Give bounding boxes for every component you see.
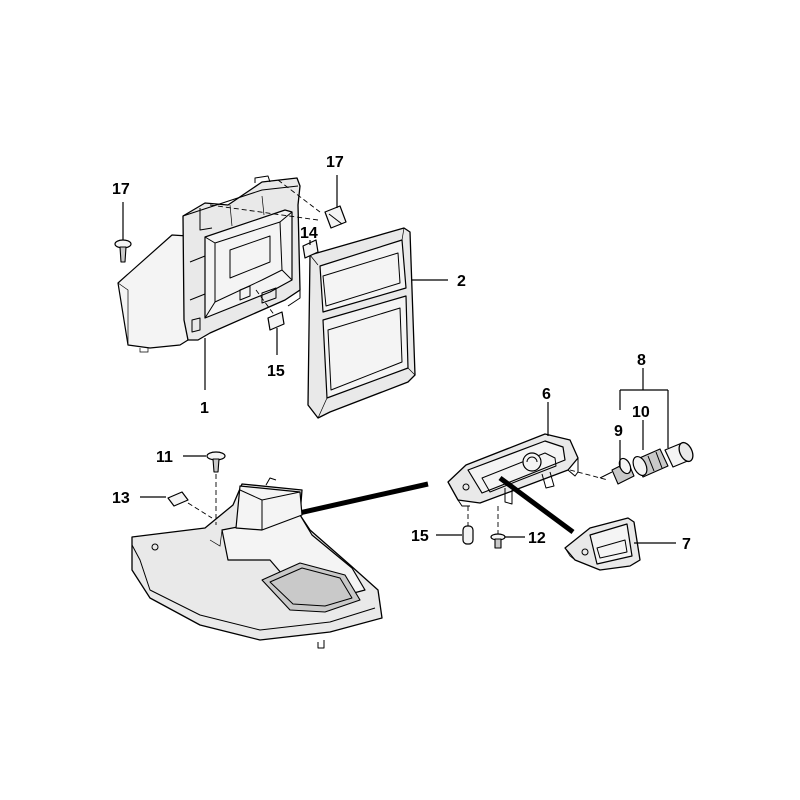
assembly-guide (187, 502, 213, 519)
part-6-switch-holder (447, 433, 579, 507)
center-console (131, 477, 383, 649)
callout-6: 6 (542, 386, 551, 403)
screw-17-left-icon (114, 239, 132, 263)
callout-11: 11 (156, 449, 173, 466)
part-1-bracket (117, 175, 301, 353)
callout-9: 9 (614, 423, 623, 440)
screw-11-icon (206, 451, 226, 473)
part-2-trim-bezel (307, 227, 416, 419)
callout-10: 10 (632, 404, 650, 421)
part-9-lighter-socket (599, 457, 635, 485)
assembly-guide (569, 469, 609, 481)
screw-12-icon (490, 533, 506, 549)
callout-12: 12 (528, 530, 546, 547)
callout-7: 7 (682, 536, 691, 553)
screw-17-upper-icon (324, 205, 347, 229)
callout-1: 1 (200, 400, 209, 417)
callout-14: 14 (300, 225, 318, 242)
clip-15-upper-icon (267, 311, 285, 331)
callout-15-upper: 15 (267, 363, 285, 380)
callout-2: 2 (457, 273, 466, 290)
part-10-lighter-element (632, 448, 669, 478)
callout-17-upper: 17 (326, 154, 344, 171)
assembly-guide (277, 179, 321, 213)
callout-8: 8 (637, 352, 646, 369)
bulb-15-lower-icon (462, 525, 474, 545)
assembly-guide (209, 204, 319, 221)
wiring-cable (498, 475, 575, 535)
part-8-lighter-knob (664, 441, 694, 468)
nut-13-icon (167, 491, 189, 507)
clip-14-icon (302, 239, 319, 259)
callout-15-lower: 15 (411, 528, 429, 545)
assembly-guide (255, 289, 279, 321)
part-7-lighter-panel (564, 517, 641, 571)
leader-lines (122, 175, 676, 544)
callout-17-left: 17 (112, 181, 130, 198)
callout-13: 13 (112, 490, 130, 507)
